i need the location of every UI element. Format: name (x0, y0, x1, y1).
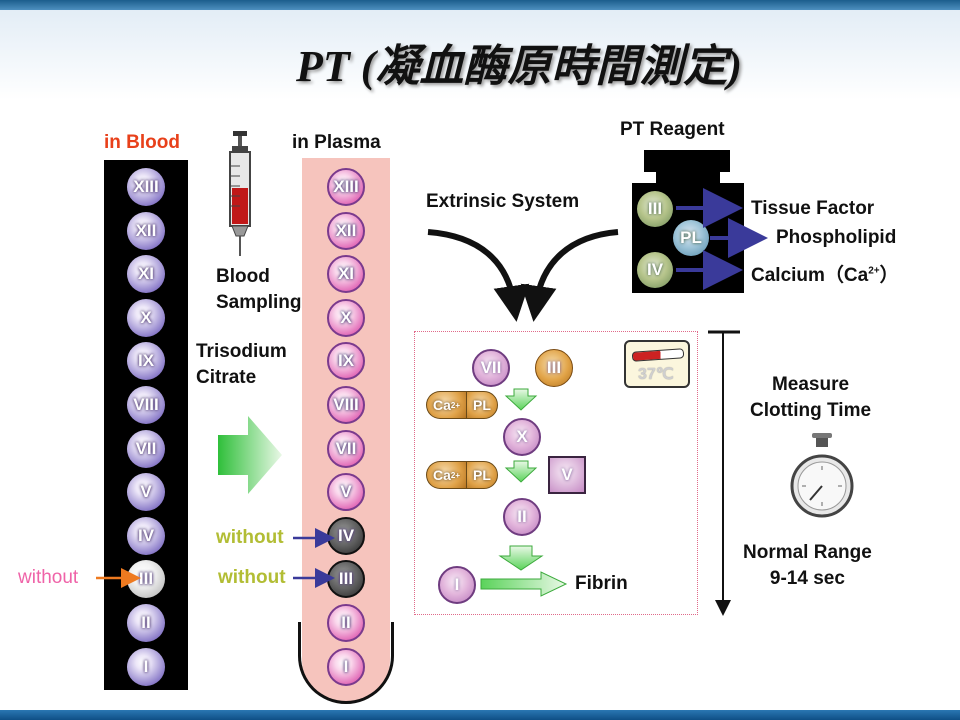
plasma-factor-vii: VII (327, 430, 365, 468)
plasma-factor-v: V (327, 473, 365, 511)
without-label-blood: without (18, 567, 79, 588)
measure-clotting-time-label: Measure Clotting Time (750, 374, 872, 421)
thermometer-icon: 37℃ (624, 340, 690, 388)
blood-factor-ix: IX (127, 342, 165, 380)
blood-factor-i: I (127, 648, 165, 686)
blood-sampling-label: Blood Sampling (216, 266, 302, 313)
plasma-factor-xi: XI (327, 255, 365, 293)
in-blood-label: in Blood (104, 132, 180, 153)
blood-factor-iv: IV (127, 517, 165, 555)
blood-factor-xii: XII (127, 212, 165, 250)
reagent-factor-iii: III (637, 191, 673, 227)
reagent-bottle-cap (644, 150, 730, 172)
without-label-plasma-iii: without (218, 567, 286, 588)
phospholipid-label: Phospholipid (776, 227, 897, 248)
trisodium-citrate-label: Trisodium Citrate (196, 341, 287, 388)
cascade-factor-vii: VII (472, 349, 510, 387)
cascade-factor-i: I (438, 566, 476, 604)
pl-label: PL (466, 391, 498, 419)
bottom-band (0, 710, 960, 720)
blood-factor-ii: II (127, 604, 165, 642)
without-label-plasma-iv: without (216, 527, 284, 548)
blood-factor-v: V (127, 473, 165, 511)
blood-factor-xi: XI (127, 255, 165, 293)
page-title: PT (凝血酶原時間測定) (296, 42, 743, 91)
cascade-box (414, 331, 698, 615)
tube-bottom-outline (298, 622, 394, 704)
blood-factor-viii: VIII (127, 386, 165, 424)
calcium-label: Calcium（Ca2+） (751, 265, 899, 286)
plasma-factor-viii: VIII (327, 386, 365, 424)
pt-reagent-label: PT Reagent (620, 119, 725, 140)
reagent-bottle-neck (656, 168, 720, 186)
cascade-factor-x: X (503, 418, 541, 456)
reagent-factor-iv: IV (637, 252, 673, 288)
normal-range-label: Normal Range 9-14 sec (743, 542, 872, 589)
cascade-factor-ii: II (503, 498, 541, 536)
plasma-factor-ix: IX (327, 342, 365, 380)
cascade-factor-v: V (548, 456, 586, 494)
plasma-factor-xii: XII (327, 212, 365, 250)
blood-factor-iii: III (127, 560, 165, 598)
plasma-factor-xiii: XIII (327, 168, 365, 206)
header-background (0, 10, 960, 100)
blood-factor-x: X (127, 299, 165, 337)
pl-label: PL (466, 461, 498, 489)
fibrin-label: Fibrin (575, 573, 628, 594)
tissue-factor-label: Tissue Factor (751, 198, 875, 219)
temperature-label: 37℃ (638, 366, 674, 383)
plasma-factor-ii: II (327, 604, 365, 642)
top-band (0, 0, 960, 10)
blood-factor-xiii: XIII (127, 168, 165, 206)
cascade-factor-iii: III (535, 349, 573, 387)
plasma-factor-x: X (327, 299, 365, 337)
plasma-factor-i: I (327, 648, 365, 686)
extrinsic-system-label: Extrinsic System (426, 191, 580, 212)
in-plasma-label: in Plasma (292, 132, 381, 153)
blood-factor-vii: VII (127, 430, 165, 468)
